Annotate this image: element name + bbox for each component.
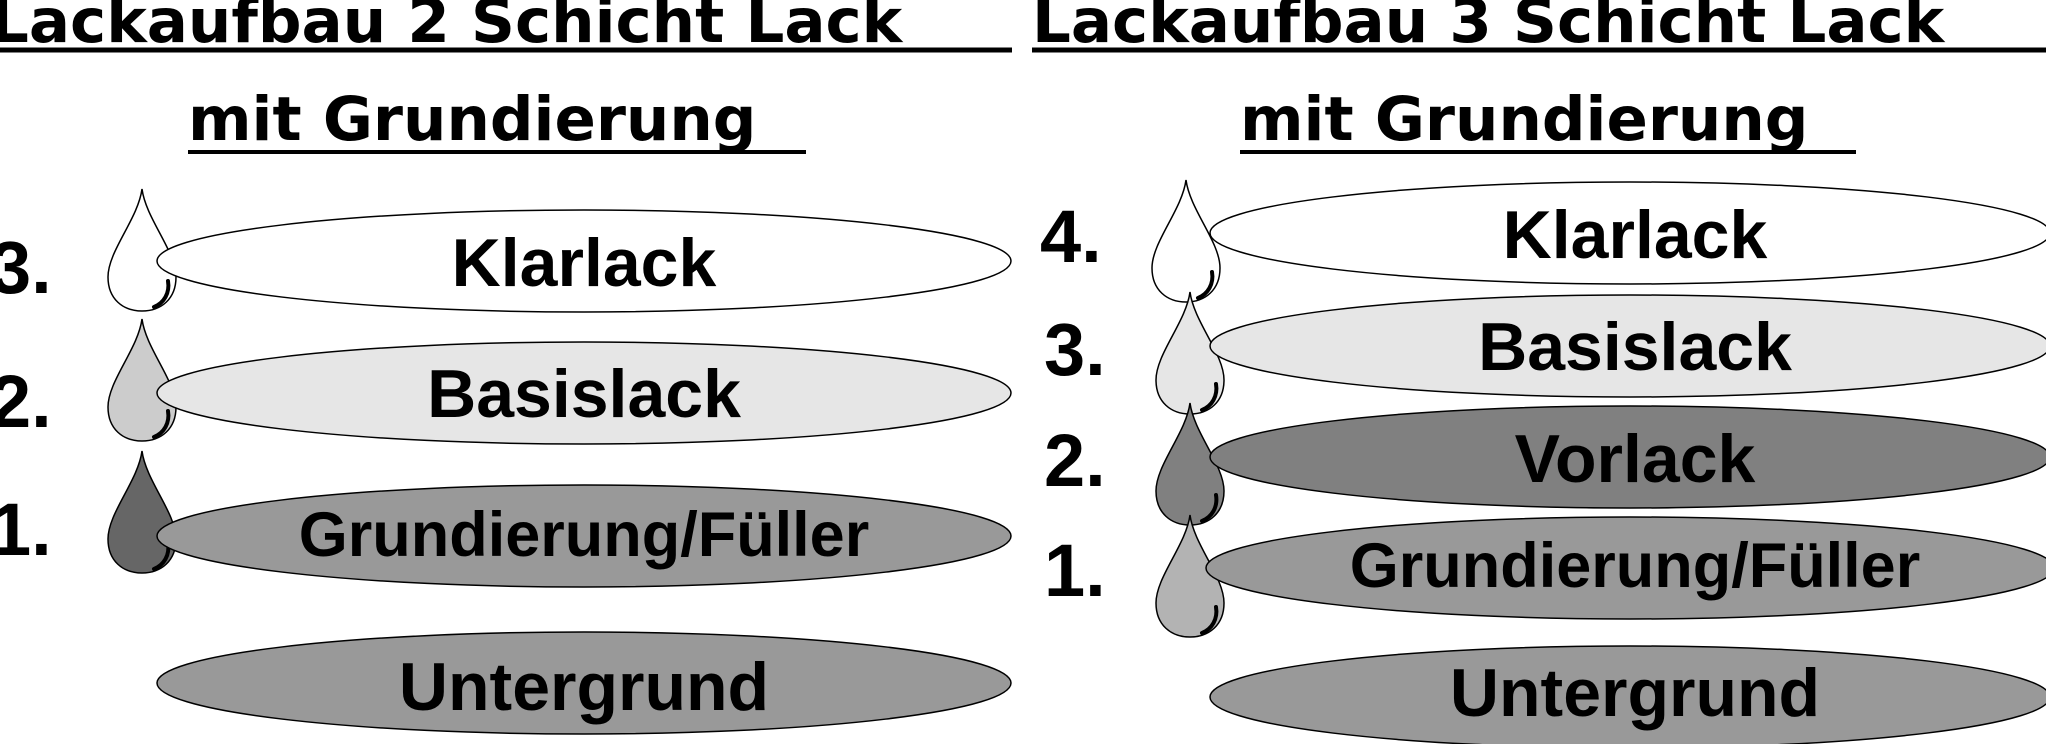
paint-drop-highlight xyxy=(152,409,171,439)
layer-ellipse xyxy=(1209,405,2046,509)
layer-label: Klarlack xyxy=(1503,197,1768,273)
layer-number: 2. xyxy=(0,360,52,443)
layer-number: 1. xyxy=(1044,529,1106,612)
layer-row: 3. Basislack xyxy=(1044,291,2046,415)
substrate-row: Untergrund xyxy=(1209,645,2046,744)
layer-label: Grundierung/Füller xyxy=(1350,531,1921,601)
layer-row: 1. Grundierung/Füller xyxy=(0,450,1012,588)
paint-drop-highlight xyxy=(1200,605,1219,635)
panel-3-layer: Lackaufbau 3 Schicht Lack mit Grundierun… xyxy=(1032,0,2046,744)
paint-drop-highlight xyxy=(1200,493,1219,523)
layer-ellipse xyxy=(156,484,1012,588)
paint-drop-icon xyxy=(1151,179,1221,303)
layer-ellipse xyxy=(1209,181,2046,285)
layer-number: 1. xyxy=(0,488,52,571)
layer-label: Vorlack xyxy=(1515,421,1756,497)
panel-subtitle: mit Grundierung xyxy=(188,84,756,155)
layer-ellipse xyxy=(1209,294,2046,398)
paint-drop-icon xyxy=(107,450,177,574)
layer-label: Untergrund xyxy=(1450,655,1820,731)
layer-number: 3. xyxy=(0,226,52,309)
layer-row: 2. Basislack xyxy=(0,318,1012,445)
layer-row: 4. Klarlack xyxy=(1040,179,2046,303)
layer-ellipse xyxy=(156,341,1012,445)
paint-drop-highlight xyxy=(1200,382,1219,412)
layer-ellipse xyxy=(1205,516,2046,620)
panel-subtitle: mit Grundierung xyxy=(1240,84,1808,155)
substrate-ellipse xyxy=(156,631,1012,735)
layer-row: 3. Klarlack xyxy=(0,188,1012,313)
layer-label: Untergrund xyxy=(399,649,769,725)
layer-number: 2. xyxy=(1044,419,1106,502)
paint-drop-highlight xyxy=(152,279,171,309)
layer-row: 2. Vorlack xyxy=(1044,402,2046,526)
layer-ellipse xyxy=(156,209,1012,313)
panel-2-layer: Lackaufbau 2 Schicht Lack mit Grundierun… xyxy=(0,0,1012,735)
substrate-ellipse xyxy=(1209,645,2046,744)
layer-label: Basislack xyxy=(1478,309,1792,385)
layer-label: Grundierung/Füller xyxy=(299,500,870,570)
paint-drop-icon xyxy=(107,318,177,442)
layer-label: Basislack xyxy=(427,356,741,432)
substrate-row: Untergrund xyxy=(156,631,1012,735)
paint-drop-icon xyxy=(107,188,177,312)
layer-row: 1. Grundierung/Füller xyxy=(1044,514,2046,638)
paint-drop-highlight xyxy=(1196,270,1215,300)
layer-number: 3. xyxy=(1044,308,1106,391)
layer-label: Klarlack xyxy=(452,225,717,301)
layer-number: 4. xyxy=(1040,195,1102,278)
